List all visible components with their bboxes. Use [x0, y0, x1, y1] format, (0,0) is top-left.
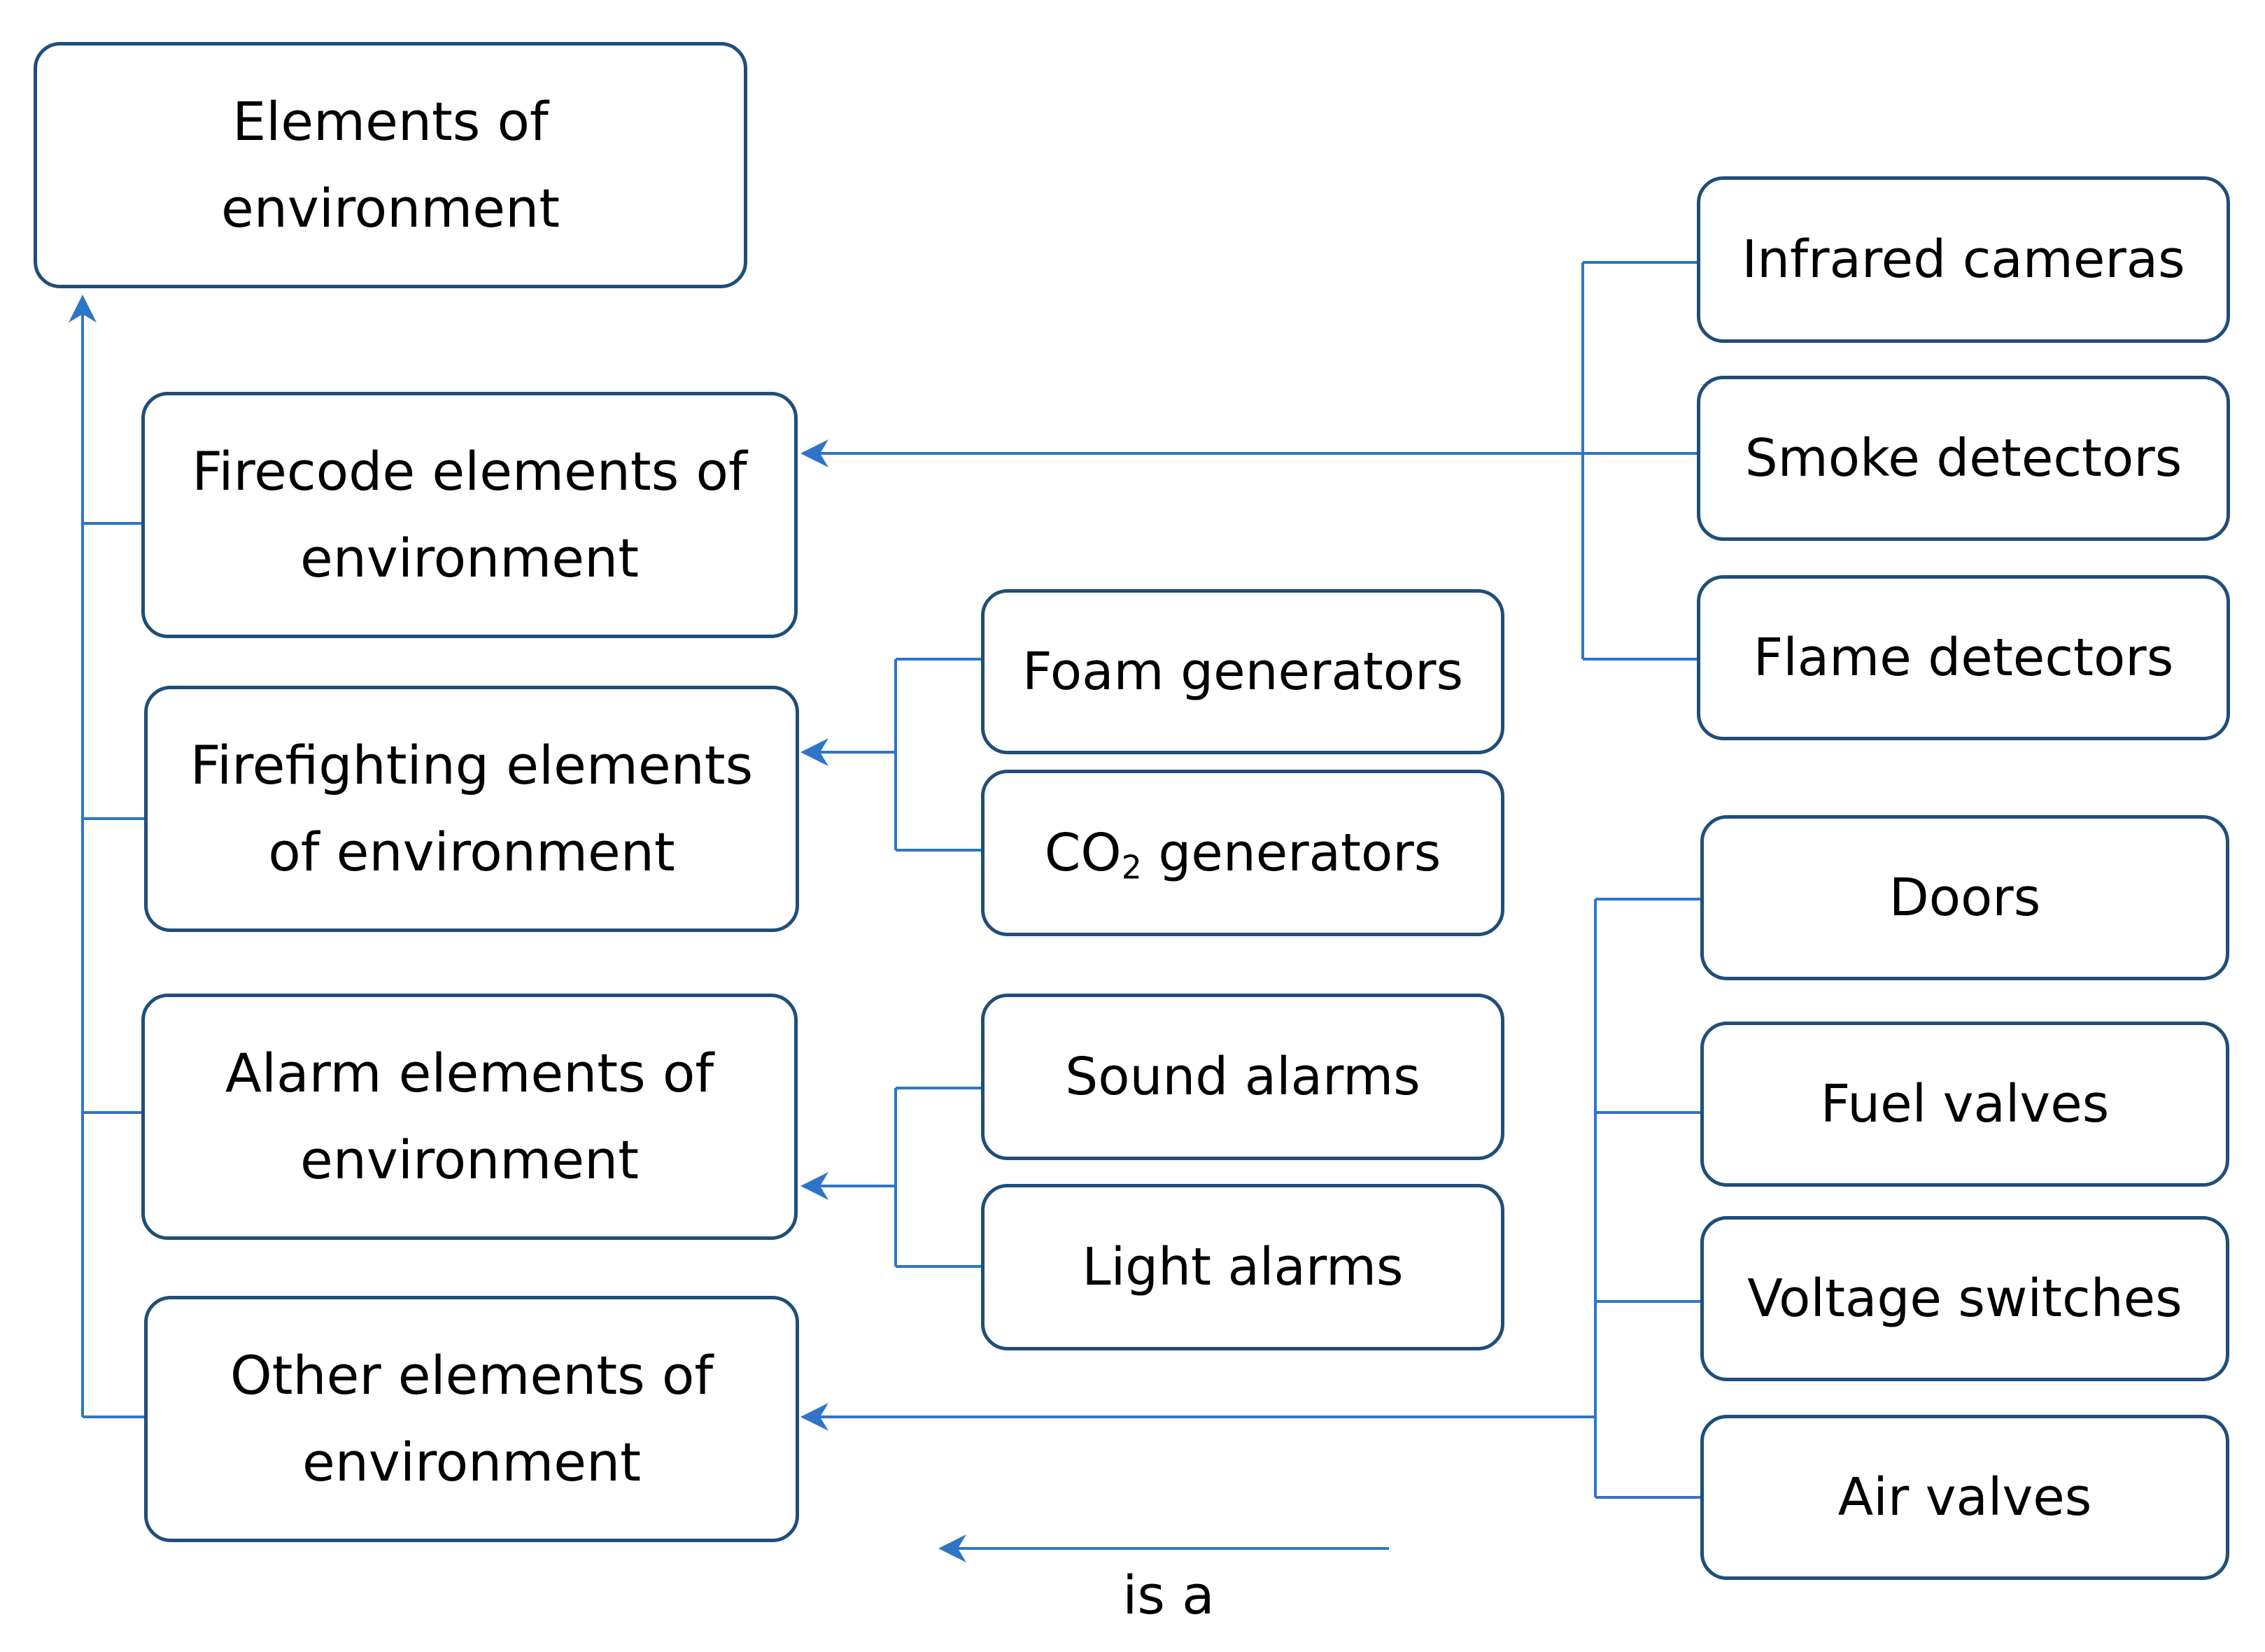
category-node-firecode: Firecode elements of environment [141, 392, 798, 638]
leaf-node-label: Fuel valves [1820, 1074, 2110, 1134]
leaf-node-light-alarms: Light alarms [981, 1184, 1504, 1350]
category-node-alarm: Alarm elements of environment [141, 994, 798, 1240]
category-node-label: Firecode elements of environment [192, 440, 747, 589]
legend-label: is a [1122, 1564, 1215, 1626]
leaf-node-sound-alarms: Sound alarms [981, 994, 1504, 1160]
leaf-node-label: Smoke detectors [1744, 428, 2182, 488]
leaf-node-label: Air valves [1837, 1467, 2092, 1527]
leaf-node-label: CO2 generators [1045, 810, 1441, 896]
category-node-label: Firefighting elements of environment [190, 734, 754, 883]
category-node-other: Other elements of environment [144, 1296, 799, 1542]
category-node-firefighting: Firefighting elements of environment [144, 686, 799, 932]
co2-subscript: 2 [1121, 848, 1142, 887]
leaf-node-infrared-cameras: Infrared cameras [1697, 176, 2230, 343]
co2-prefix: CO [1044, 823, 1122, 883]
leaf-node-label: Light alarms [1082, 1237, 1404, 1297]
leaf-node-label: Infrared cameras [1742, 230, 2185, 290]
leaf-node-foam-generators: Foam generators [981, 589, 1504, 754]
leaf-node-fuel-valves: Fuel valves [1700, 1022, 2229, 1187]
leaf-node-label: Sound alarms [1065, 1047, 1420, 1107]
leaf-node-label: Foam generators [1022, 642, 1464, 702]
category-node-label: Alarm elements of environment [225, 1042, 714, 1191]
leaf-node-label: Flame detectors [1753, 628, 2174, 688]
category-node-label: Other elements of environment [230, 1344, 714, 1493]
co2-suffix: generators [1141, 823, 1441, 883]
root-node: Elements of environment [34, 42, 747, 288]
leaf-node-flame-detectors: Flame detectors [1697, 575, 2230, 740]
leaf-node-label: Voltage switches [1747, 1269, 2182, 1329]
root-node-label: Elements of environment [220, 90, 560, 239]
leaf-node-voltage-switches: Voltage switches [1700, 1216, 2229, 1381]
leaf-node-co2-generators: CO2 generators [981, 770, 1504, 936]
leaf-node-air-valves: Air valves [1700, 1415, 2229, 1580]
leaf-node-label: Doors [1889, 868, 2041, 928]
leaf-node-smoke-detectors: Smoke detectors [1697, 376, 2230, 541]
leaf-node-doors: Doors [1700, 815, 2229, 980]
